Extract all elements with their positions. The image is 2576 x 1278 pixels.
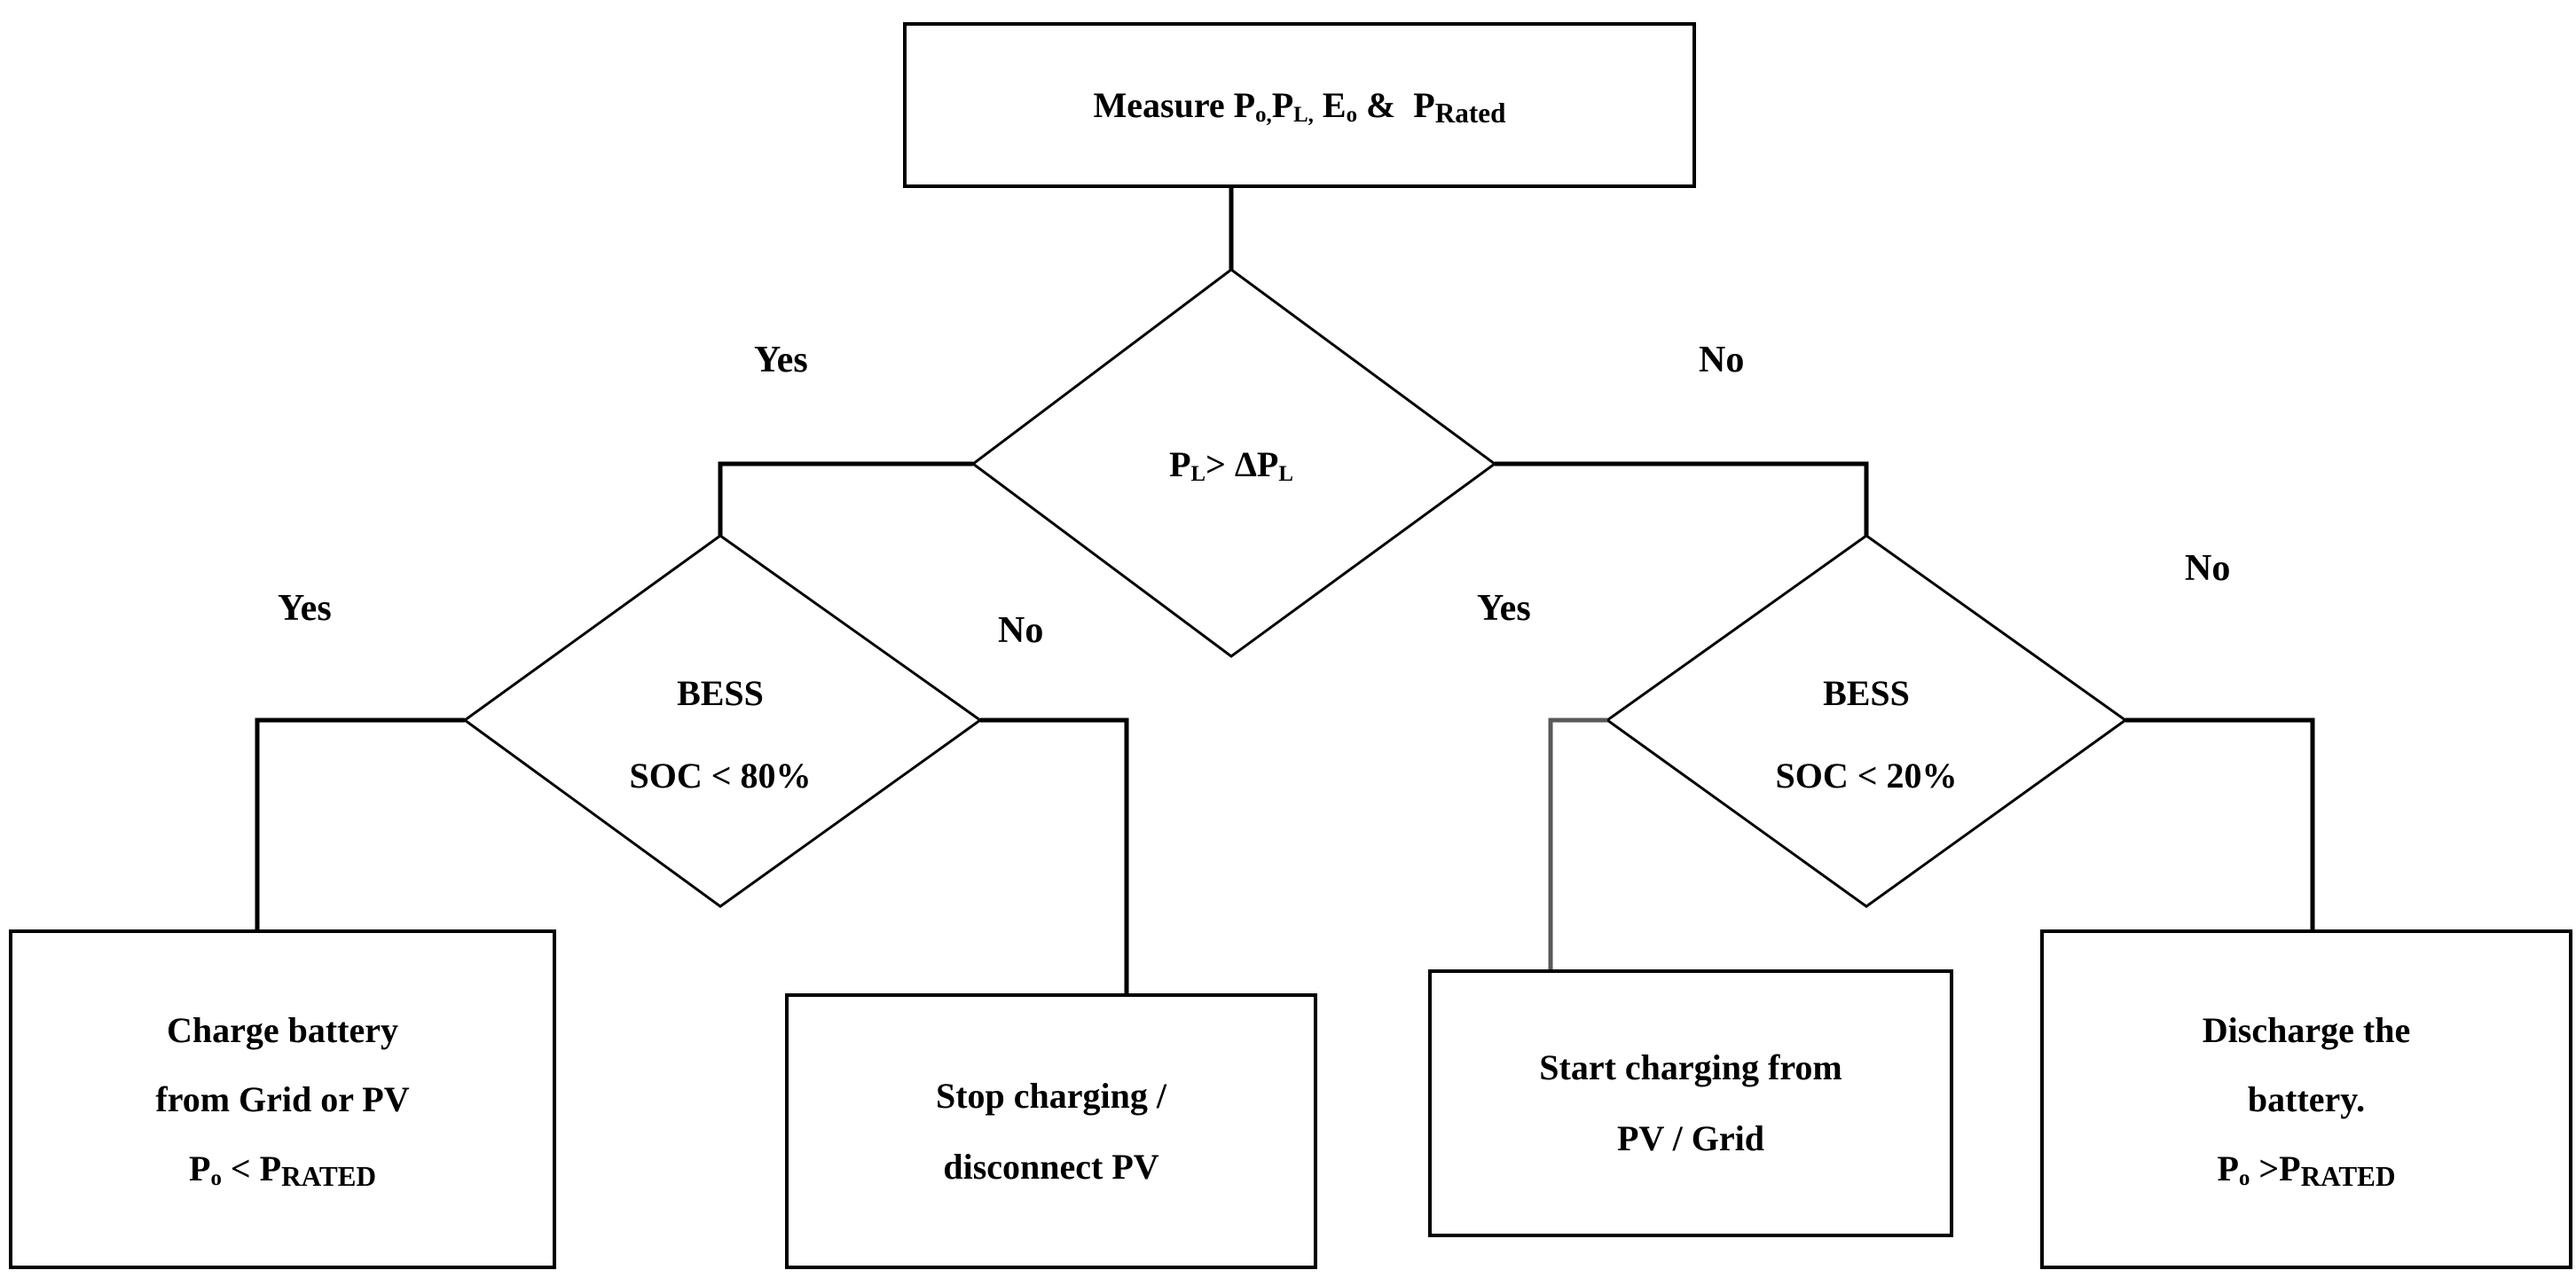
stop-charging-line-1: Stop charging /: [935, 1075, 1167, 1116]
edge-decision-soc80-no: [980, 717, 1129, 993]
edge-decision-pl-yes: [718, 461, 973, 536]
edge-decision-soc80-yes: [255, 717, 465, 929]
decision-soc20-shape: [1605, 534, 2128, 908]
node-discharge-battery[interactable]: Discharge the battery. Po >PRATED: [2040, 929, 2572, 1269]
node-start-charging[interactable]: Start charging from PV / Grid: [1428, 969, 1953, 1237]
edge-decision-soc20-yes: [1548, 717, 1607, 969]
edge-label-decision-pl-no: No: [1699, 340, 1745, 380]
edge-label-decision-soc20-yes: Yes: [1477, 588, 1531, 629]
edge-decision-pl-no: [1495, 461, 1869, 536]
discharge-battery-line-1: Discharge the: [2202, 1009, 2411, 1050]
discharge-battery-line-2: battery.: [2247, 1078, 2366, 1119]
node-measure[interactable]: Measure Po,PL, Eo & PRated: [903, 22, 1696, 188]
node-measure-text: Measure Po,PL, Eo & PRated: [1093, 84, 1506, 129]
edge-label-decision-pl-yes: Yes: [754, 340, 808, 380]
edge-label-decision-soc80-yes: Yes: [278, 588, 332, 629]
charge-battery-line-3: Po < PRATED: [189, 1148, 376, 1193]
edge-label-decision-soc20-no: No: [2185, 548, 2231, 589]
charge-battery-line-2: from Grid or PV: [155, 1078, 410, 1119]
discharge-battery-line-3: Po >PRATED: [2217, 1148, 2396, 1193]
edge-decision-soc20-no: [2125, 717, 2315, 929]
start-charging-line-1: Start charging from: [1539, 1047, 1842, 1087]
stop-charging-line-2: disconnect PV: [943, 1146, 1159, 1187]
node-charge-battery[interactable]: Charge battery from Grid or PV Po < PRAT…: [9, 929, 556, 1269]
start-charging-line-2: PV / Grid: [1617, 1118, 1764, 1158]
decision-pl-shape: [970, 268, 1497, 658]
node-stop-charging[interactable]: Stop charging / disconnect PV: [785, 993, 1317, 1269]
charge-battery-line-1: Charge battery: [166, 1009, 399, 1050]
decision-soc80-shape: [462, 534, 983, 908]
edge-label-decision-soc80-no: No: [998, 610, 1044, 651]
